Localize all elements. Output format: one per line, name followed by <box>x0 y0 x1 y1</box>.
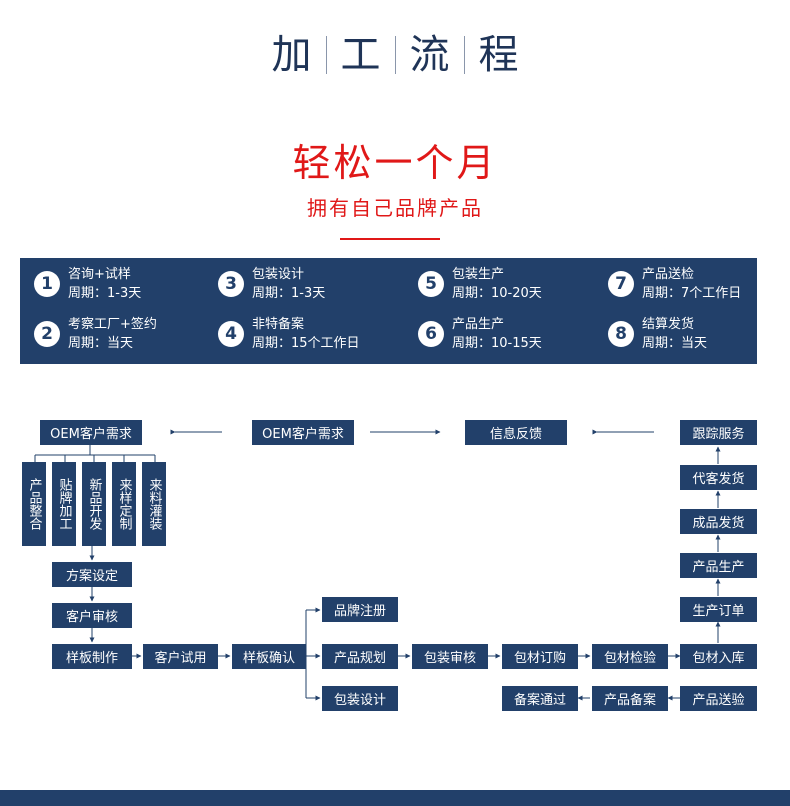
flow-node-product-produce: 产品生产 <box>680 553 757 578</box>
step-number: 2 <box>34 321 60 347</box>
flow-node-oem-demand: OEM客户需求 <box>40 420 142 445</box>
flow-node-package-design: 包装设计 <box>322 686 398 711</box>
step-item: 4 非特备案周期：15个工作日 <box>218 315 360 353</box>
step-item: 1 咨询+试样周期：1-3天 <box>34 265 141 303</box>
option-node: 来料灌装 <box>142 462 166 546</box>
steps-panel: 1 咨询+试样周期：1-3天 2 考察工厂+签约周期：当天 3 包装设计周期：1… <box>20 258 757 364</box>
flow-node-sample-confirm: 样板确认 <box>232 644 306 669</box>
option-node: 产品整合 <box>22 462 46 546</box>
step-period: 周期：10-15天 <box>452 336 542 351</box>
step-period: 周期：10-20天 <box>452 286 542 301</box>
flow-node-oem-demand-mid: OEM客户需求 <box>252 420 354 445</box>
option-node: 新品开发 <box>82 462 106 546</box>
step-period: 周期：7个工作日 <box>642 286 742 301</box>
flow-node-product-filing: 产品备案 <box>592 686 668 711</box>
flow-node-brand-register: 品牌注册 <box>322 597 398 622</box>
step-item: 2 考察工厂+签约周期：当天 <box>34 315 157 353</box>
title-char: 加 <box>271 32 312 78</box>
flow-node-client-review: 客户审核 <box>52 603 132 628</box>
flow-node-material-store: 包材入库 <box>680 644 757 669</box>
flow-node-plan-setup: 方案设定 <box>52 562 132 587</box>
flow-node-feedback: 信息反馈 <box>465 420 567 445</box>
step-number: 5 <box>418 271 444 297</box>
flow-node-sample-making: 样板制作 <box>52 644 132 669</box>
flow-node-production-order: 生产订单 <box>680 597 757 622</box>
step-name: 包装设计 <box>252 267 305 282</box>
step-number: 8 <box>608 321 634 347</box>
step-period: 周期：1-3天 <box>68 286 142 301</box>
subtitle: 轻松一个月 <box>292 141 498 185</box>
divider-line <box>340 238 440 240</box>
flow-node-agent-ship: 代客发货 <box>680 465 757 490</box>
flow-node-material-inspect: 包材检验 <box>592 644 668 669</box>
step-name: 产品生产 <box>452 317 505 332</box>
option-node: 来样定制 <box>112 462 136 546</box>
flow-node-product-plan: 产品规划 <box>322 644 398 669</box>
flow-node-client-trial: 客户试用 <box>143 644 218 669</box>
step-period: 周期：当天 <box>68 336 134 351</box>
step-period: 周期：当天 <box>642 336 708 351</box>
step-name: 非特备案 <box>252 317 305 332</box>
step-item: 3 包装设计周期：1-3天 <box>218 265 325 303</box>
step-name: 考察工厂+签约 <box>68 317 157 332</box>
flow-node-finished-ship: 成品发货 <box>680 509 757 534</box>
flow-node-product-submit: 产品送验 <box>680 686 757 711</box>
step-number: 4 <box>218 321 244 347</box>
step-item: 7 产品送检周期：7个工作日 <box>608 265 741 303</box>
step-period: 周期：15个工作日 <box>252 336 360 351</box>
step-name: 咨询+试样 <box>68 267 131 282</box>
title-divider <box>394 36 396 74</box>
title-char: 程 <box>478 32 519 78</box>
step-name: 产品送检 <box>642 267 695 282</box>
footer-bar <box>0 790 790 806</box>
option-node: 贴牌加工 <box>52 462 76 546</box>
step-item: 8 结算发货周期：当天 <box>608 315 707 353</box>
tagline: 拥有自己品牌产品 <box>307 196 483 220</box>
step-name: 结算发货 <box>642 317 695 332</box>
title-char: 流 <box>409 32 450 78</box>
page-title: 加 工 流 程 <box>0 30 790 80</box>
step-name: 包装生产 <box>452 267 505 282</box>
step-number: 1 <box>34 271 60 297</box>
title-divider <box>325 36 327 74</box>
flow-node-follow-service: 跟踪服务 <box>680 420 757 445</box>
step-number: 7 <box>608 271 634 297</box>
title-divider <box>463 36 465 74</box>
step-item: 5 包装生产周期：10-20天 <box>418 265 542 303</box>
flow-node-filing-pass: 备案通过 <box>502 686 578 711</box>
title-char: 工 <box>340 32 381 78</box>
step-item: 6 产品生产周期：10-15天 <box>418 315 542 353</box>
step-period: 周期：1-3天 <box>252 286 326 301</box>
flow-node-material-order: 包材订购 <box>502 644 578 669</box>
flow-node-package-review: 包装审核 <box>412 644 488 669</box>
step-number: 3 <box>218 271 244 297</box>
step-number: 6 <box>418 321 444 347</box>
